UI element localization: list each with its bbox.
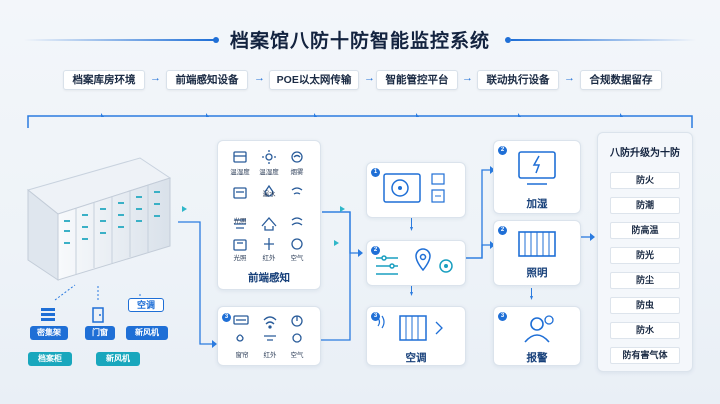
left-top-box: 空调 xyxy=(128,298,164,312)
control-icons xyxy=(376,248,453,275)
left-item-1: 密集架 xyxy=(30,326,68,340)
humid-label: 加湿 xyxy=(526,198,548,210)
sensor-label: 光照 xyxy=(233,218,247,225)
flow-arrow-icon: → xyxy=(364,72,375,84)
lower-sensor-label: 红外 xyxy=(263,352,277,359)
sensor-label: 温湿度 xyxy=(259,169,279,176)
side-item: 防光 xyxy=(610,247,680,264)
side-item: 防高温 xyxy=(610,222,680,239)
alarm-icon xyxy=(524,315,554,343)
side-item: 防尘 xyxy=(610,272,680,289)
lower-sensor-label: 窗帘 xyxy=(235,352,249,359)
side-item: 防水 xyxy=(610,322,680,339)
flow-arrow-icon: → xyxy=(462,72,473,84)
sensor-label: 漏水 xyxy=(262,191,276,198)
platform-card-1 xyxy=(366,162,466,218)
left-badge-1: 档案柜 xyxy=(28,352,72,366)
server-rack-illustration xyxy=(26,157,172,281)
ac-label: 空调 xyxy=(405,352,427,364)
page-title: 档案馆八防十防智能监控系统 xyxy=(229,31,490,52)
sensor-card xyxy=(217,140,321,290)
title-line-right xyxy=(511,39,696,41)
flow-arrow-icon: → xyxy=(254,72,265,84)
flow-arrow-icon: → xyxy=(150,72,161,84)
flow-step-2: 前端感知设备 xyxy=(166,70,248,90)
light-label: 照明 xyxy=(526,267,548,279)
sensor-label: 光照 xyxy=(233,255,247,262)
sensor-label: 温湿度 xyxy=(230,169,250,176)
flow-step-5: 联动执行设备 xyxy=(477,70,559,90)
title-dot-right xyxy=(505,37,511,43)
linkage-card-alarm xyxy=(493,306,581,366)
ac-vent-icon xyxy=(377,315,443,341)
flow-step-6: 合规数据留存 xyxy=(580,70,662,90)
light-panel-icon xyxy=(518,231,556,257)
lower-sensor-icons xyxy=(233,315,303,343)
flow-step-1: 档案库房环境 xyxy=(63,70,145,90)
platform-card-2 xyxy=(366,240,466,286)
flow-step-4: 智能管控平台 xyxy=(376,70,458,90)
humidifier-icon xyxy=(518,151,556,185)
linkage-card-light xyxy=(493,220,581,286)
side-item: 防虫 xyxy=(610,297,680,314)
side-item: 防有害气体 xyxy=(610,347,680,364)
sensor-card-title: 前端感知 xyxy=(248,272,290,284)
left-badge-2: 新风机 xyxy=(96,352,140,366)
door-window-icon xyxy=(88,305,108,325)
ac-unit-icon xyxy=(383,173,445,203)
number-badge: 2 xyxy=(371,246,380,255)
sensor-icons xyxy=(233,150,303,251)
side-panel-title: 八防升级为十防 xyxy=(610,148,680,159)
side-item: 防潮 xyxy=(610,197,680,214)
number-badge: 3 xyxy=(498,312,507,321)
number-badge: 3 xyxy=(222,313,231,322)
number-badge: 2 xyxy=(498,226,507,235)
side-item: 防火 xyxy=(610,172,680,189)
dense-shelf-icon xyxy=(38,305,58,325)
title-line-left xyxy=(24,39,214,41)
left-item-3: 新风机 xyxy=(126,326,168,340)
sensor-label: 烟雾 xyxy=(290,169,304,176)
lower-sensor-label: 空气 xyxy=(290,352,304,359)
number-badge: 1 xyxy=(371,168,380,177)
flow-arrow-icon: → xyxy=(564,72,575,84)
left-item-2: 门窗 xyxy=(85,326,115,340)
flow-step-3: POE以太网传输 xyxy=(269,70,359,90)
number-badge: 3 xyxy=(371,312,380,321)
sensor-label: 空气 xyxy=(290,255,304,262)
number-badge: 2 xyxy=(498,146,507,155)
title-dot-left xyxy=(213,37,219,43)
sensor-label: 红外 xyxy=(262,255,276,262)
alarm-label: 报警 xyxy=(526,352,548,364)
